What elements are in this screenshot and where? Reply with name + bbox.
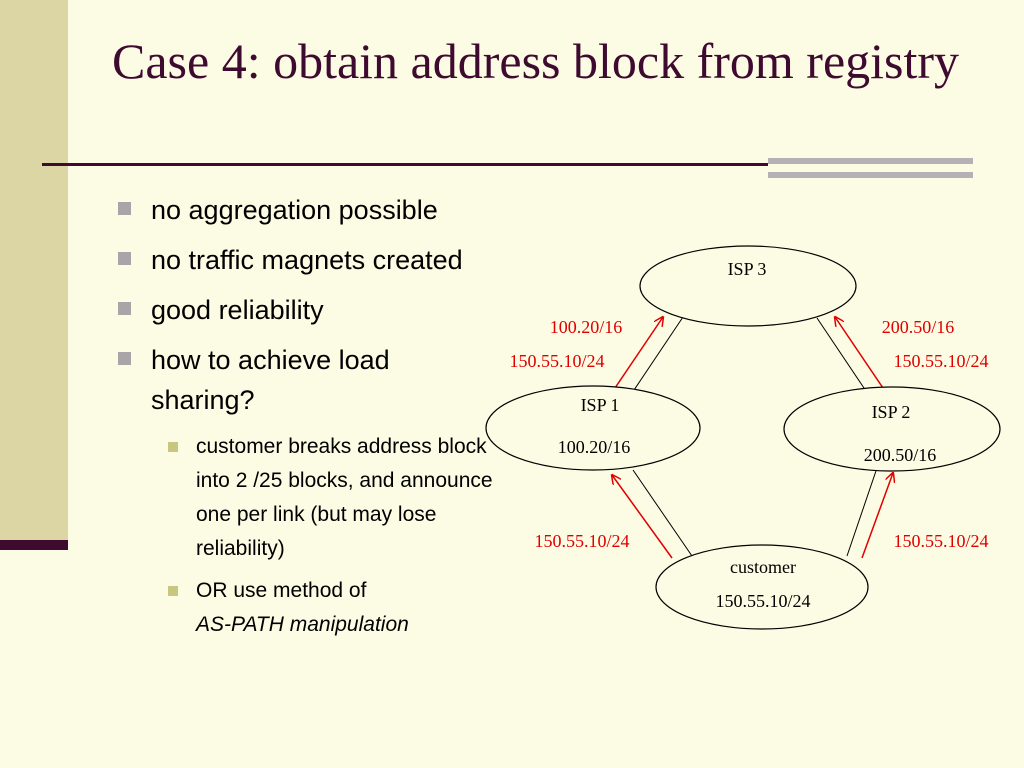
sidebar-accent xyxy=(0,0,68,540)
customer-label: customer xyxy=(730,557,796,577)
isp1-node xyxy=(485,385,701,471)
bullet-square-icon xyxy=(118,302,131,315)
sub-bullet-text: customer breaks address block into 2 /25… xyxy=(196,435,493,560)
link-isp1-isp3 xyxy=(629,316,684,397)
slide-title: Case 4: obtain address block from regist… xyxy=(112,33,960,89)
isp2-label: ISP 2 xyxy=(872,402,911,422)
bullet-item: how to achieve load sharing? xyxy=(118,340,498,420)
announce-arrow-isp1-isp3 xyxy=(614,317,663,389)
customer-prefix: 150.55.10/24 xyxy=(715,591,810,611)
customer-node xyxy=(655,544,869,630)
announce-arrow-customer-isp1 xyxy=(612,475,673,559)
sub-bullet-italic-text: AS-PATH manipulation xyxy=(196,613,409,636)
bullet-text: good reliability xyxy=(151,295,324,325)
link-customer-isp2 xyxy=(846,464,879,557)
isp1-label: ISP 1 xyxy=(581,395,620,415)
sub-bullet-square-icon xyxy=(168,586,178,596)
bullet-text: no aggregation possible xyxy=(151,195,438,225)
bullet-item: no traffic magnets created xyxy=(118,240,498,280)
sub-bullet-item: customer breaks address block into 2 /25… xyxy=(168,430,498,566)
bullet-item: good reliability xyxy=(118,290,498,330)
bullet-square-icon xyxy=(118,252,131,265)
announce-label-isp1-top: 100.20/16 xyxy=(550,317,623,337)
isp1-prefix: 100.20/16 xyxy=(558,437,631,457)
bullet-text: no traffic magnets created xyxy=(151,245,463,275)
announce-arrow-customer-isp2 xyxy=(861,473,893,559)
bullet-item: no aggregation possible xyxy=(118,190,498,230)
bullet-square-icon xyxy=(118,352,131,365)
isp2-prefix: 200.50/16 xyxy=(864,445,937,465)
title-underline xyxy=(42,163,768,166)
bullet-square-icon xyxy=(118,202,131,215)
link-customer-isp1 xyxy=(632,469,693,557)
announce-label-customer-isp1: 150.55.10/24 xyxy=(534,531,629,551)
sub-bullet-text: OR use method of xyxy=(196,579,367,602)
isp3-node xyxy=(639,245,857,327)
isp2-node xyxy=(783,386,1001,472)
title-decoration-bars xyxy=(768,158,973,178)
announce-label-isp2-bottom: 150.55.10/24 xyxy=(893,351,988,371)
announce-label-customer-isp2: 150.55.10/24 xyxy=(893,531,988,551)
bullet-list: no aggregation possible no traffic magne… xyxy=(118,190,498,650)
link-isp2-isp3 xyxy=(816,317,869,395)
announce-label-isp1-bottom: 150.55.10/24 xyxy=(509,351,604,371)
sub-bullet-item: OR use method of AS-PATH manipulation xyxy=(168,574,498,642)
bullet-text: how to achieve load sharing? xyxy=(151,345,390,415)
isp3-label: ISP 3 xyxy=(728,259,767,279)
announce-label-isp2-top: 200.50/16 xyxy=(882,317,955,337)
sidebar-base-bar xyxy=(0,540,68,550)
sub-bullet-square-icon xyxy=(168,442,178,452)
announce-arrow-isp2-isp3 xyxy=(835,317,884,389)
